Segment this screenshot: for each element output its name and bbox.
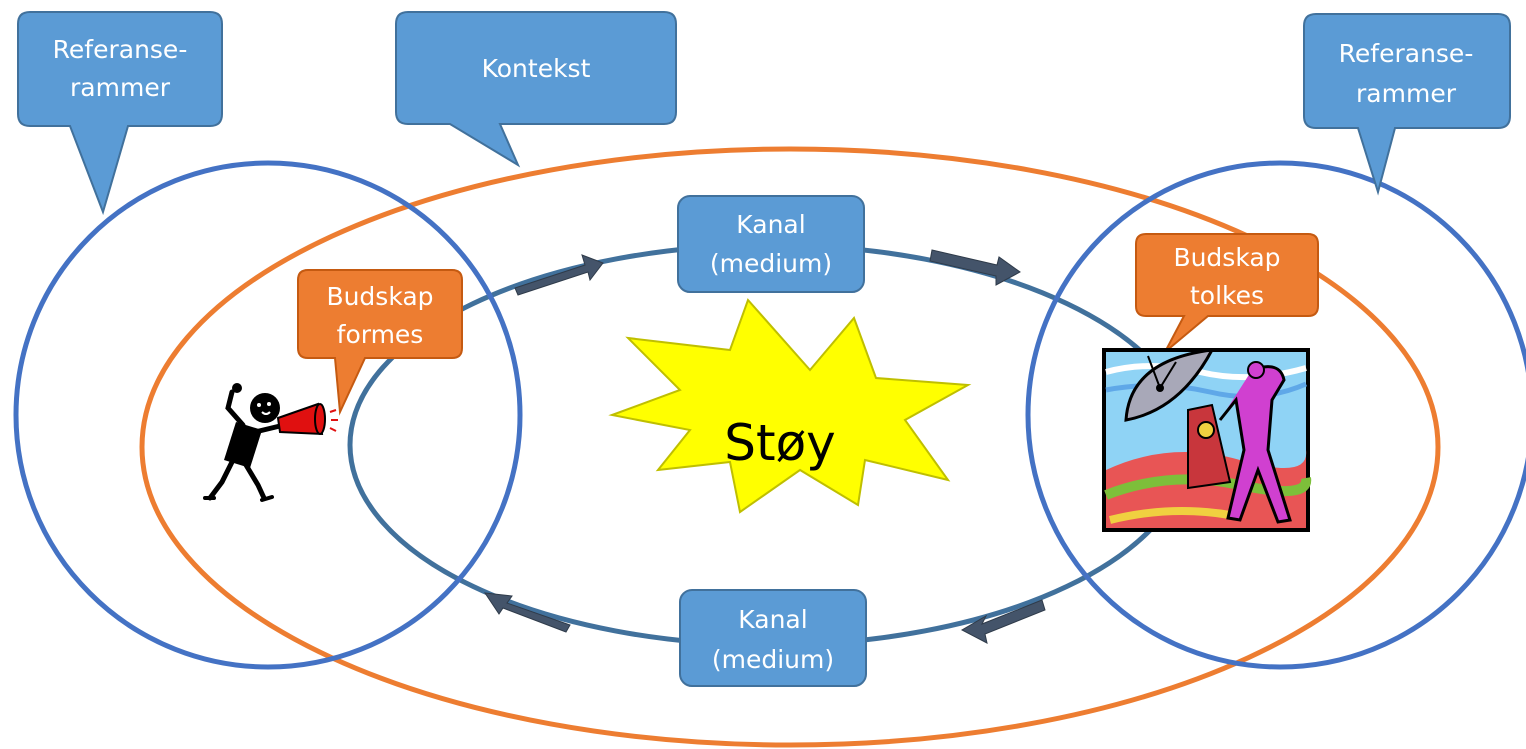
callout-frames-left: Referanse- rammer — [17, 11, 223, 216]
message-interpreted-line1: Budskap — [1173, 243, 1280, 272]
frames-circle-right — [1025, 160, 1526, 670]
satellite-dish-icon — [1102, 348, 1312, 532]
callout-frames-right-line2: rammer — [1356, 79, 1457, 108]
channel-box-top: Kanal (medium) — [677, 195, 865, 293]
message-formed-line1: Budskap — [326, 282, 433, 311]
callout-frames-right-line1: Referanse- — [1339, 39, 1474, 68]
message-formed-line2: formes — [337, 320, 424, 349]
callout-context: Kontekst — [395, 11, 677, 168]
person-with-megaphone-icon — [203, 383, 338, 502]
channel-top-line2: (medium) — [710, 249, 832, 278]
noise-label: Støy — [724, 414, 836, 472]
message-interpreted-line2: tolkes — [1190, 281, 1264, 310]
callout-message-formed: Budskap formes — [297, 269, 463, 416]
arrow-top-left — [514, 254, 604, 296]
noise-burst: Støy — [608, 298, 972, 514]
callout-frames-left-line2: rammer — [70, 73, 171, 102]
arrow-top-right — [929, 249, 1021, 286]
arrow-bottom-left — [483, 592, 571, 633]
arrow-bottom-right — [960, 599, 1046, 644]
channel-box-bottom: Kanal (medium) — [679, 589, 867, 687]
callout-message-interpreted: Budskap tolkes — [1135, 233, 1319, 353]
context-ellipse — [139, 146, 1441, 748]
channel-top-line1: Kanal — [736, 210, 805, 239]
callout-context-text: Kontekst — [482, 54, 591, 83]
channel-bottom-line2: (medium) — [712, 645, 834, 674]
callout-frames-left-line1: Referanse- — [53, 35, 188, 64]
channel-bottom-line1: Kanal — [738, 605, 807, 634]
callout-frames-right: Referanse- rammer — [1303, 13, 1511, 196]
frames-circle-left — [13, 160, 523, 670]
